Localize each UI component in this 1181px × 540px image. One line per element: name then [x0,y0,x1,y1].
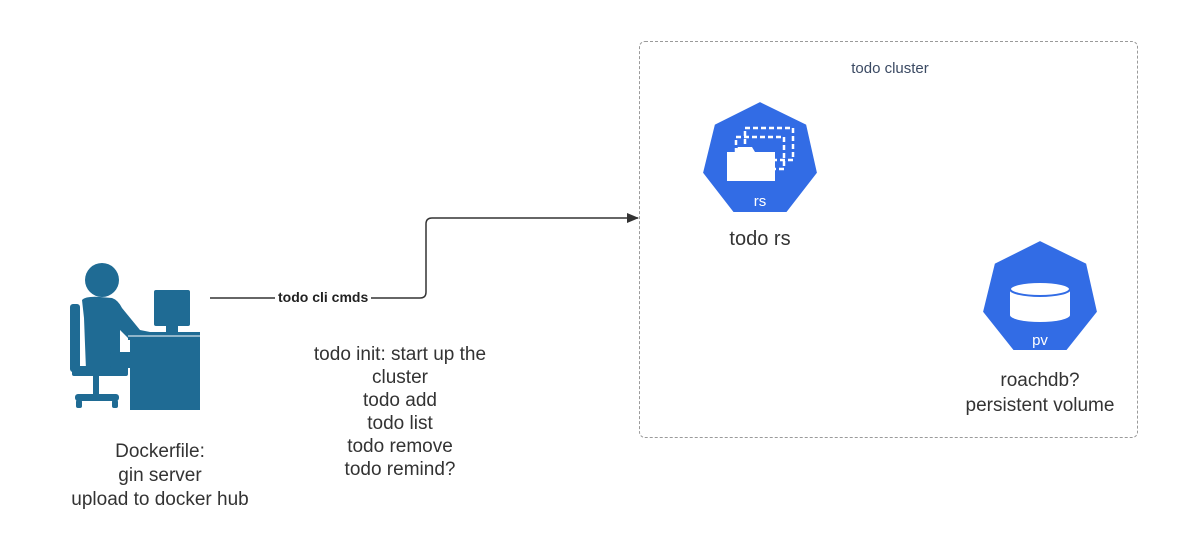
note-line: Dockerfile: [115,441,205,462]
volume-label: roachdb? persistent volume [930,368,1150,418]
command-line: todo remind? [344,459,456,480]
cli-commands-list: todo init: start up the cluster todo add… [270,343,530,481]
cluster-boundary [639,41,1138,438]
note-line: upload to docker hub [71,489,249,510]
command-line: cluster [372,367,428,388]
connector-label: todo cli cmds [275,289,372,305]
replicaset-label: todo rs [729,228,791,250]
volume-label-line: roachdb? [1000,370,1080,391]
command-line: todo list [367,413,433,434]
note-line: gin server [118,465,202,486]
volume-badge: pv [1032,332,1048,349]
dockerfile-notes: Dockerfile: gin server upload to docker … [40,440,280,512]
cluster-title: todo cluster [851,60,929,77]
replicaset-badge: rs [754,193,767,210]
command-line: todo remove [347,436,453,457]
command-line: todo init: start up the [313,344,487,365]
volume-label-line: persistent volume [965,395,1115,416]
command-line: todo add [363,390,437,411]
